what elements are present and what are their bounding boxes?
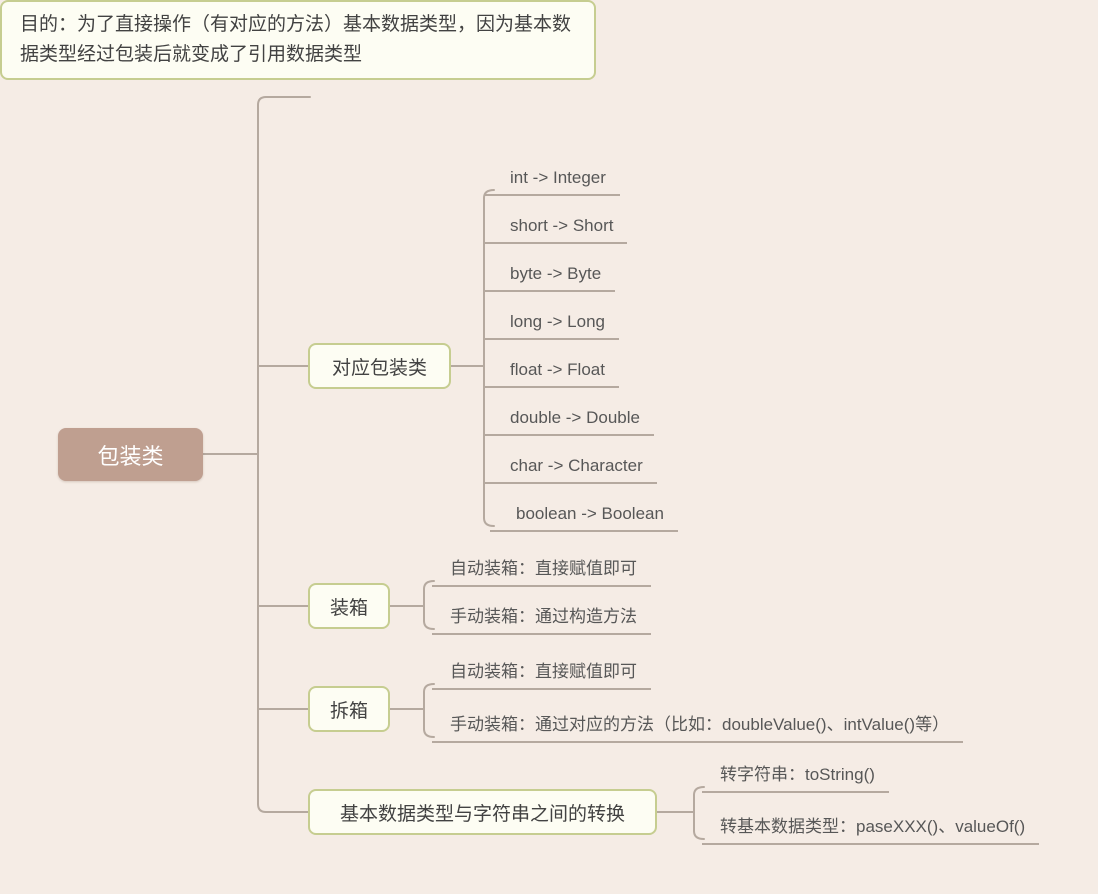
branch-node-wrapper-mapping[interactable]: 对应包装类 <box>308 343 451 389</box>
leaf-label: float -> Float <box>510 360 605 379</box>
leaf-long-long[interactable]: long -> Long <box>484 300 619 340</box>
leaf-label: 自动装箱：直接赋值即可 <box>450 662 637 681</box>
leaf-auto-unboxing[interactable]: 自动装箱：直接赋值即可 <box>432 650 651 690</box>
leaf-label: 自动装箱：直接赋值即可 <box>450 559 637 578</box>
leaf-char-character[interactable]: char -> Character <box>484 444 657 484</box>
leaf-label: boolean -> Boolean <box>516 504 664 523</box>
leaf-auto-boxing[interactable]: 自动装箱：直接赋值即可 <box>432 547 651 587</box>
leaf-manual-boxing[interactable]: 手动装箱：通过构造方法 <box>432 595 651 635</box>
leaf-short-short[interactable]: short -> Short <box>484 204 628 244</box>
leaf-label: 手动装箱：通过构造方法 <box>450 607 637 626</box>
branch-node-string-conversion[interactable]: 基本数据类型与字符串之间的转换 <box>308 789 657 835</box>
leaf-boolean-boolean[interactable]: boolean -> Boolean <box>490 492 678 532</box>
purpose-node-label: 目的：为了直接操作（有对应的方法）基本数据类型，因为基本数据类型经过包装后就变成… <box>20 13 572 65</box>
leaf-manual-unboxing[interactable]: 手动装箱：通过对应的方法（比如：doubleValue()、intValue()… <box>432 703 964 743</box>
leaf-label: double -> Double <box>510 408 640 427</box>
leaf-label: long -> Long <box>510 312 605 331</box>
leaf-label: 转字符串：toString() <box>720 765 875 784</box>
leaf-to-string[interactable]: 转字符串：toString() <box>702 753 889 793</box>
branch-node-unboxing[interactable]: 拆箱 <box>308 686 390 732</box>
leaf-label: byte -> Byte <box>510 264 602 283</box>
leaf-label: 转基本数据类型：paseXXX()、valueOf() <box>720 817 1026 836</box>
leaf-label: int -> Integer <box>510 168 606 187</box>
branch-node-label: 拆箱 <box>329 700 368 722</box>
leaf-double-double[interactable]: double -> Double <box>484 396 654 436</box>
leaf-label: 手动装箱：通过对应的方法（比如：doubleValue()、intValue()… <box>450 715 950 734</box>
leaf-byte-byte[interactable]: byte -> Byte <box>484 252 616 292</box>
root-node-wrapper-class[interactable]: 包装类 <box>58 428 203 481</box>
leaf-int-integer[interactable]: int -> Integer <box>484 156 620 196</box>
branch-node-label: 装箱 <box>329 597 368 619</box>
branch-node-boxing[interactable]: 装箱 <box>308 583 390 629</box>
branch-node-label: 对应包装类 <box>331 357 427 379</box>
leaf-label: char -> Character <box>510 456 643 475</box>
leaf-label: short -> Short <box>510 216 614 235</box>
leaf-float-float[interactable]: float -> Float <box>484 348 619 388</box>
root-node-label: 包装类 <box>97 443 164 469</box>
purpose-node[interactable]: 目的：为了直接操作（有对应的方法）基本数据类型，因为基本数据类型经过包装后就变成… <box>0 0 596 80</box>
leaf-to-primitive[interactable]: 转基本数据类型：paseXXX()、valueOf() <box>702 805 1040 845</box>
branch-node-label: 基本数据类型与字符串之间的转换 <box>339 803 625 825</box>
